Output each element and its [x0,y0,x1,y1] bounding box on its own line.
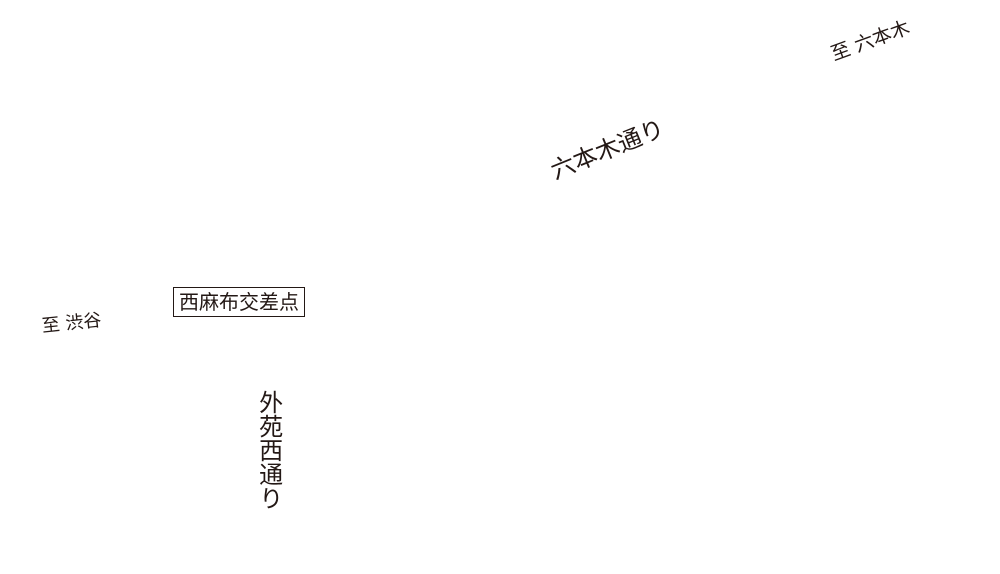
road-label-roppongi-dori: 六本木通り [546,114,669,185]
road-label-gaien-nishi-dori: 外苑西通り [254,390,283,510]
destination-label-roppongi: 至 六本木 [828,16,913,66]
intersection-name: 西麻布交差点 [179,290,299,314]
intersection-label-nishiazabu: 西麻布交差点 [173,287,305,317]
destination-label-shibuya: 至 渋谷 [40,309,103,337]
